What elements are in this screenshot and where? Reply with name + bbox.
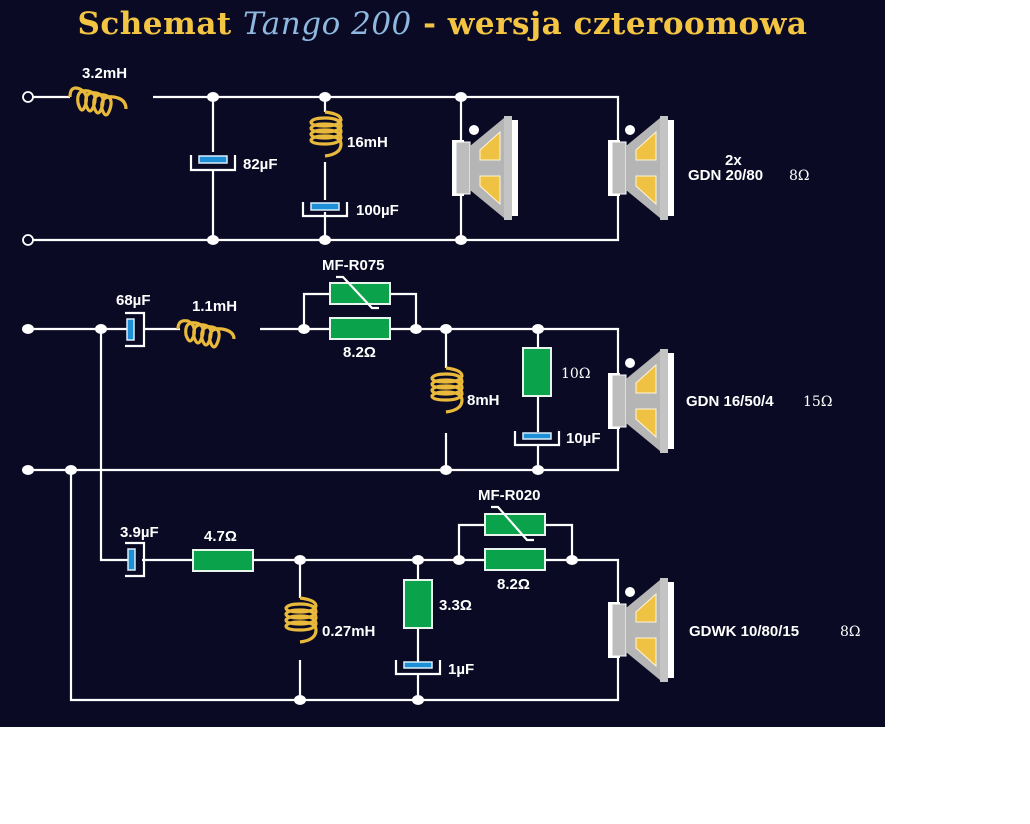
inductor-icon <box>176 319 236 349</box>
section-woofer-pair: 3.2mH 82µF 16mH 100µF 2x GDN 20/80 8Ω <box>22 65 810 246</box>
inductor-icon <box>309 110 343 158</box>
label-speaker-model: GDWK 10/80/15 <box>689 623 799 640</box>
inductor-icon <box>68 86 128 117</box>
capacitor-icon <box>310 202 340 211</box>
ptc-fuse-icon <box>484 513 546 536</box>
label-speaker-impedance: 8Ω <box>789 168 810 184</box>
resistor-icon <box>522 347 552 397</box>
label-PTC: MF-R020 <box>478 487 541 504</box>
label-R3: 8.2Ω <box>497 576 530 593</box>
label-L1: 0.27mH <box>322 623 375 640</box>
resistor-icon <box>192 549 254 572</box>
label-speaker-model: GDN 20/80 <box>688 167 763 184</box>
inductor-icon <box>284 596 318 644</box>
capacitor-icon <box>403 661 433 669</box>
label-speaker-count: 2x <box>725 152 742 169</box>
resistor-icon <box>403 579 433 629</box>
section-tweeter: 3.9µF 4.7Ω 0.27mH 3.3Ω 1µF MF-R020 8.2Ω … <box>69 470 861 705</box>
title-text-2: - wersja czteroomowa <box>411 6 808 42</box>
label-C1: 68µF <box>116 292 151 309</box>
label-R2: 10Ω <box>561 366 590 382</box>
ptc-fuse-icon <box>329 282 391 305</box>
label-L1: 3.2mH <box>82 65 127 82</box>
capacitor-icon <box>126 318 135 341</box>
title-text-1: Schemat <box>77 6 244 42</box>
label-R2: 3.3Ω <box>439 597 472 614</box>
label-speaker-model: GDN 16/50/4 <box>686 393 774 410</box>
capacitor-icon <box>198 155 228 164</box>
input-terminal-minus <box>22 234 34 246</box>
capacitor-icon <box>522 432 552 440</box>
schematic-title: Schemat Tango 200 - wersja czteroomowa <box>0 6 885 42</box>
input-terminal-plus <box>22 91 34 103</box>
label-speaker-impedance: 15Ω <box>803 394 832 410</box>
resistor-icon <box>484 548 546 571</box>
label-C2: 100µF <box>356 202 399 219</box>
label-L1: 1.1mH <box>192 298 237 315</box>
label-speaker-impedance: 8Ω <box>840 624 861 640</box>
resistor-icon <box>329 317 391 340</box>
label-L2: 8mH <box>467 392 500 409</box>
section-midrange: 68µF 1.1mH MF-R075 8.2Ω 8mH 10Ω 10µF GDN… <box>22 257 832 562</box>
inductor-icon <box>430 366 464 414</box>
label-R1: 4.7Ω <box>204 528 237 545</box>
label-R1: 8.2Ω <box>343 344 376 361</box>
label-PTC: MF-R075 <box>322 257 385 274</box>
capacitor-icon <box>127 548 136 571</box>
label-C2: 10µF <box>566 430 601 447</box>
label-C1: 82µF <box>243 156 278 173</box>
title-model-name: Tango 200 <box>243 6 412 42</box>
schematic-panel <box>0 0 885 727</box>
label-C1: 3.9µF <box>120 524 159 541</box>
label-C2: 1µF <box>448 661 474 678</box>
label-L2: 16mH <box>347 134 388 151</box>
